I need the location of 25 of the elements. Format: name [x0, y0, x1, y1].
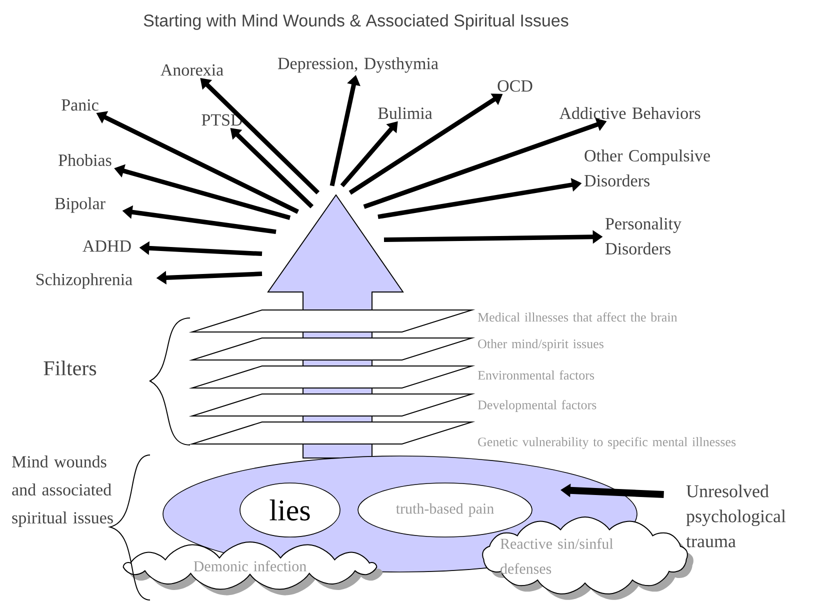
oval: truth-based pain: [358, 482, 532, 538]
label: ADHD: [82, 240, 131, 252]
cloud: Demonic infection: [122, 542, 383, 596]
label: Personality Disorders: [606, 218, 682, 254]
label: Bipolar: [55, 197, 106, 213]
title: Starting with Mind Wounds & Associated Spiritual Issues: [144, 14, 568, 30]
label: Panic: [62, 99, 98, 111]
oval: lies: [240, 482, 340, 538]
label: Anorexia: [160, 64, 224, 76]
filter-label: Medical illnesses that affect the brain: [478, 312, 678, 322]
label: Mind wounds and associated spiritual issues: [12, 456, 113, 527]
label: Depression, Dysthymia: [278, 57, 438, 73]
node-label: Demonic infection: [194, 560, 306, 572]
node-label: Reactive sin/sinful defenses: [500, 538, 614, 574]
label: OCD: [498, 80, 532, 92]
filter-label: Environmental factors: [478, 370, 594, 380]
label: Phobias: [58, 154, 112, 166]
label: Schizophrenia: [36, 273, 132, 289]
label: Filters: [44, 360, 96, 376]
filter-label: Other mind/spirit issues: [478, 339, 604, 351]
filter-label: Developmental factors: [478, 400, 596, 412]
filter-label: Genetic vulnerability to specific mental illnesses: [478, 437, 736, 449]
label: Addictive Behaviors: [559, 107, 700, 119]
label: Bulimia: [378, 107, 432, 119]
label: Other Compulsive Disorders: [584, 150, 710, 186]
